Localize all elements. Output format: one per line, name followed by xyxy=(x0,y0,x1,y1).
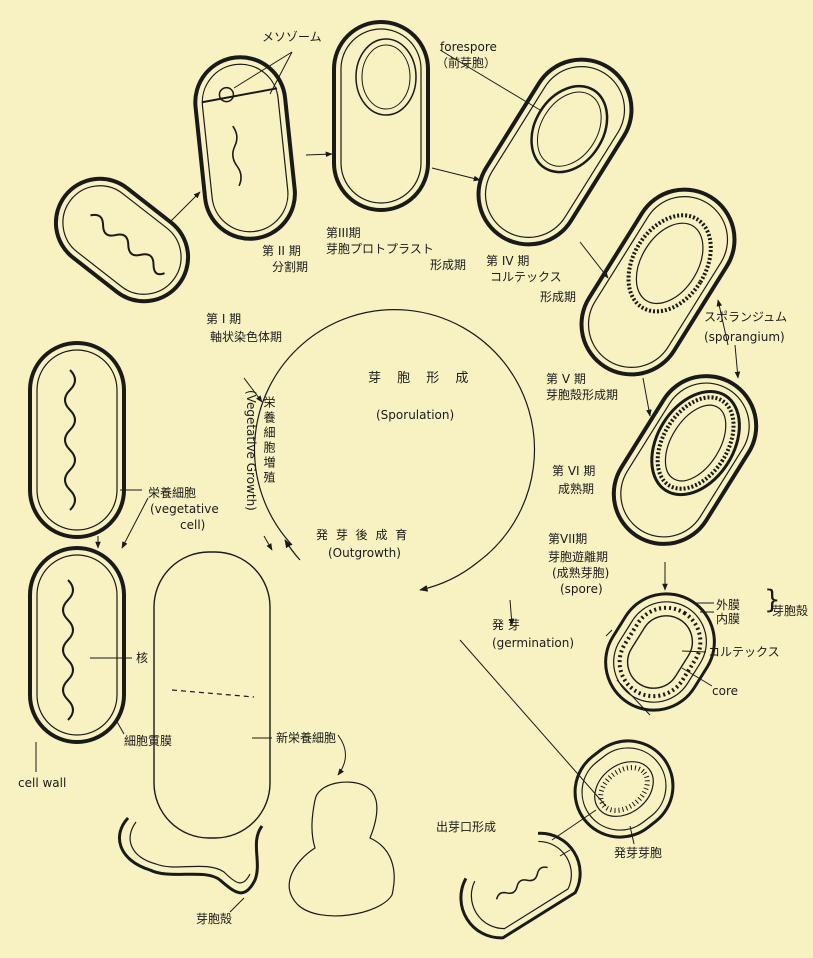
cell-stage3 xyxy=(334,22,428,210)
label-outgrowth-jp: 発 芽 後 成 育 xyxy=(316,528,409,542)
label-stage7-mature: (成熟芽胞) xyxy=(552,566,609,580)
label-stage2-num: 第 II 期 xyxy=(262,244,301,258)
label-forespore-jp: （前芽胞） xyxy=(436,56,496,70)
veg-arrow-left xyxy=(264,536,272,550)
vegetative-cell-lower xyxy=(30,548,124,742)
label-stage1-num: 第 I 期 xyxy=(206,312,241,326)
spore-shell-fragment xyxy=(119,818,262,893)
cell-stage6 xyxy=(595,357,775,563)
label-mesosome: メソゾーム xyxy=(262,30,322,44)
arrow-5-6 xyxy=(643,378,650,416)
label-stage6-num: 第 VI 期 xyxy=(552,464,595,478)
pointer-cortex xyxy=(682,651,706,652)
arrow-4-5 xyxy=(580,242,608,278)
outgrowth-cell xyxy=(448,822,592,948)
label-stage3-num: 第III期 xyxy=(326,226,361,240)
label-stage5-name: 芽胞殻形成期 xyxy=(546,388,618,402)
label-germinating-spore: 発芽芽胞 xyxy=(614,846,662,860)
arrow-2-3 xyxy=(306,154,332,155)
new-vegetative-cell xyxy=(154,552,270,838)
label-outgrowth-en: (Outgrowth) xyxy=(328,546,401,560)
label-cell-membrane: 細胞質膜 xyxy=(124,734,172,748)
pointer-spore-shell xyxy=(230,898,244,912)
cell-stage4-cortex xyxy=(563,171,754,394)
label-forespore: forespore xyxy=(440,40,497,54)
label-germination-jp: 発 芽 xyxy=(492,618,520,632)
label-stage5-num: 第 V 期 xyxy=(546,372,586,386)
label-spore-coat: 芽胞殻 xyxy=(772,604,808,618)
label-nucleus: 核 xyxy=(136,651,148,665)
pointer-vegcell-arrow xyxy=(122,498,148,548)
label-new-vegetative-cell: 新栄養細胞 xyxy=(276,731,336,745)
label-stage3-suffix: 形成期 xyxy=(430,258,466,272)
emerging-blob xyxy=(289,782,394,916)
germinating-spore-cell xyxy=(557,723,691,855)
label-stage4-suffix: 形成期 xyxy=(540,290,576,304)
central-cycle-arc xyxy=(254,310,534,562)
label-sporangium-en: (sporangium) xyxy=(704,330,785,344)
label-emergence: 出芽口形成 xyxy=(436,820,496,834)
label-outer-coat: 外膜 xyxy=(716,598,740,612)
label-cell-wall: cell wall xyxy=(18,776,66,790)
arrow-3-4 xyxy=(432,168,480,180)
pointer-sporangium-b xyxy=(735,345,738,378)
cell-stage4 xyxy=(460,41,651,264)
label-stage3-name: 芽胞プロトプラスト xyxy=(326,242,434,256)
cycle-arrow-vegetative xyxy=(285,540,300,560)
label-sporulation-en: (Sporulation) xyxy=(376,408,454,422)
label-stage1-name: 軸状染色体期 xyxy=(210,330,282,344)
label-stage7-num: 第VII期 xyxy=(548,532,587,546)
label-stage4-name: コルテックス xyxy=(490,270,562,284)
label-core: core xyxy=(712,684,738,698)
label-spore-shell: 芽胞殻 xyxy=(196,912,232,926)
label-germination-en: (germination) xyxy=(492,636,574,650)
cell-stage1 xyxy=(38,161,206,319)
spore-pointer xyxy=(606,630,612,636)
cycle-arrow-outgrowth xyxy=(420,562,478,590)
label-cortex: コルテックス xyxy=(708,645,780,659)
label-vegetative-growth-en: (Vegetative Growth) xyxy=(244,390,258,511)
arrow-1-2 xyxy=(170,192,200,222)
label-stage4-num: 第 IV 期 xyxy=(486,254,529,268)
label-vegetative-cell-en1: (vegetative xyxy=(150,502,219,516)
label-stage2-name: 分割期 xyxy=(272,260,308,274)
label-inner-coat: 内膜 xyxy=(716,612,740,626)
pointer-blob xyxy=(338,735,346,775)
vegetative-cell-upper xyxy=(30,343,124,537)
label-vegetative-cell-en2: cell) xyxy=(180,518,205,532)
label-sporulation-jp: 芽 胞 形 成 xyxy=(368,372,474,386)
label-vegetative-cell-jp: 栄養細胞 xyxy=(148,486,196,500)
label-sporangium-jp: スポランジュム xyxy=(704,310,787,324)
label-vegetative-growth-jp: 栄養細胞増殖 xyxy=(262,396,276,486)
pointer-cell-membrane xyxy=(116,720,124,734)
label-stage7-name: 芽胞遊離期 xyxy=(548,550,608,564)
label-stage6-name: 成熟期 xyxy=(558,482,594,496)
label-stage7-spore: (spore) xyxy=(560,582,603,596)
pointer-outgrowth xyxy=(460,640,606,806)
